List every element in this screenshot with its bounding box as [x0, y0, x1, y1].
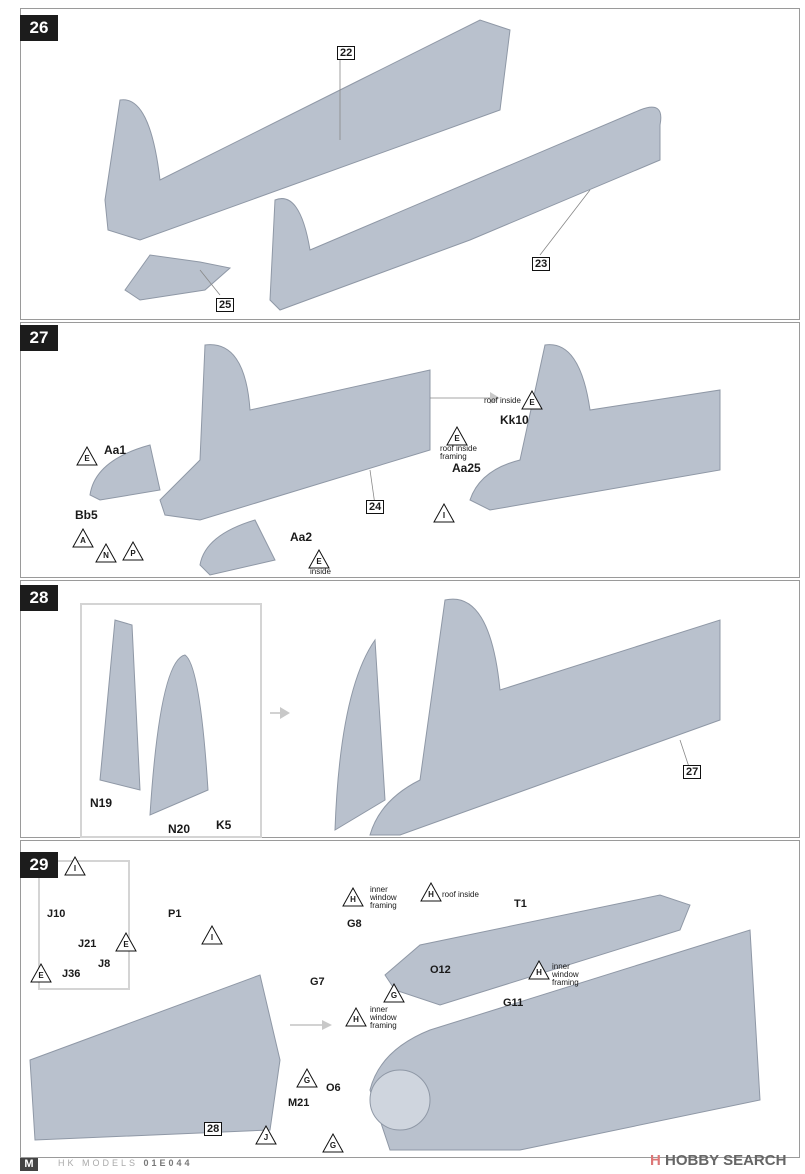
note: roof inside framing — [440, 444, 477, 461]
paint-callout-icon: P — [122, 541, 144, 561]
paint-callout-icon: H — [345, 1007, 367, 1027]
fuselage-half-left — [104, 19, 511, 241]
nose-cone-aa2 — [199, 519, 276, 576]
fuselage-step29-right — [369, 929, 761, 1151]
step-28-subassembly-inset — [80, 603, 262, 838]
paint-callout-icon: E — [115, 932, 137, 952]
part-label: J21 — [78, 938, 97, 950]
step-number: 28 — [20, 585, 58, 611]
brand-name: HK MODELS — [58, 1158, 139, 1168]
tail-gunner-part — [124, 254, 232, 301]
nose-opening — [369, 1069, 431, 1131]
paint-callout-icon: H — [342, 887, 364, 907]
step-ref: 25 — [216, 298, 235, 312]
paint-callout-icon: H — [528, 960, 550, 980]
paint-callout-icon: E — [521, 390, 543, 410]
paint-callout-icon: E — [308, 549, 330, 569]
part-label: J10 — [47, 908, 66, 920]
step-ref: 27 — [683, 765, 702, 779]
fuselage-step29-left — [29, 974, 281, 1141]
part-label: G8 — [347, 918, 362, 930]
part-label: T1 — [514, 898, 527, 910]
paint-callout-icon: E — [76, 446, 98, 466]
part-label: Kk10 — [500, 413, 529, 427]
paint-callout-icon: G — [383, 983, 405, 1003]
fuselage-step27 — [159, 344, 431, 521]
kit-code: 01E044 — [143, 1158, 193, 1168]
part-label: Aa1 — [104, 443, 127, 457]
step-ref: 24 — [366, 500, 385, 514]
rudder-assembled — [334, 638, 386, 831]
part-label: K5 — [216, 818, 232, 832]
step-ref: 22 — [337, 46, 356, 60]
paint-callout-icon: I — [64, 856, 86, 876]
part-label: G7 — [310, 976, 325, 988]
footer-text: HK MODELS 01E044 — [58, 1158, 193, 1168]
note: inside — [310, 567, 331, 576]
note: roof inside — [442, 890, 479, 899]
paint-callout-icon: I — [433, 503, 455, 523]
paint-callout-icon: A — [72, 528, 94, 548]
part-label: N20 — [168, 822, 191, 836]
step-ref: 28 — [204, 1122, 223, 1136]
brand-logo: M — [20, 1158, 38, 1171]
part-label: O12 — [430, 964, 451, 976]
nose-cone-aa1 — [89, 444, 161, 501]
paint-callout-icon: N — [95, 543, 117, 563]
part-label: G11 — [503, 997, 524, 1009]
paint-callout-icon: I — [201, 925, 223, 945]
fuselage-half-right — [269, 106, 662, 311]
part-label: M21 — [288, 1097, 310, 1109]
note: roof inside — [484, 396, 521, 405]
watermark-text: HOBBY SEARCH — [665, 1152, 787, 1169]
paint-callout-icon: J — [255, 1125, 277, 1145]
part-label: Aa25 — [452, 461, 481, 475]
canopy-t1 — [384, 894, 691, 1006]
rudder-n20 — [149, 654, 209, 816]
step-number: 26 — [20, 15, 58, 41]
part-label: N19 — [90, 796, 113, 810]
watermark: H HOBBY SEARCH — [650, 1152, 786, 1169]
note: inner window framing — [370, 885, 397, 910]
step-number: 29 — [20, 852, 58, 878]
fuselage-step27-result — [469, 344, 721, 511]
step-ref: 23 — [532, 257, 551, 271]
hobby-search-icon: H — [650, 1152, 661, 1169]
paint-callout-icon: H — [420, 882, 442, 902]
paint-callout-icon: E — [30, 963, 52, 983]
part-label: J36 — [62, 968, 81, 980]
paint-callout-icon: E — [446, 426, 468, 446]
note: inner window framing — [370, 1005, 397, 1030]
step-29-subassembly-inset — [38, 860, 130, 990]
part-label: J8 — [98, 958, 111, 970]
paint-callout-icon: G — [322, 1133, 344, 1153]
part-label: Aa2 — [290, 530, 313, 544]
note: inner window framing — [552, 962, 579, 987]
part-label: O6 — [326, 1082, 341, 1094]
fuselage-step28 — [369, 598, 721, 836]
part-label: Bb5 — [75, 508, 98, 522]
rudder-n19 — [99, 619, 141, 791]
step-number: 27 — [20, 325, 58, 351]
paint-callout-icon: G — [296, 1068, 318, 1088]
part-label: P1 — [168, 908, 182, 920]
